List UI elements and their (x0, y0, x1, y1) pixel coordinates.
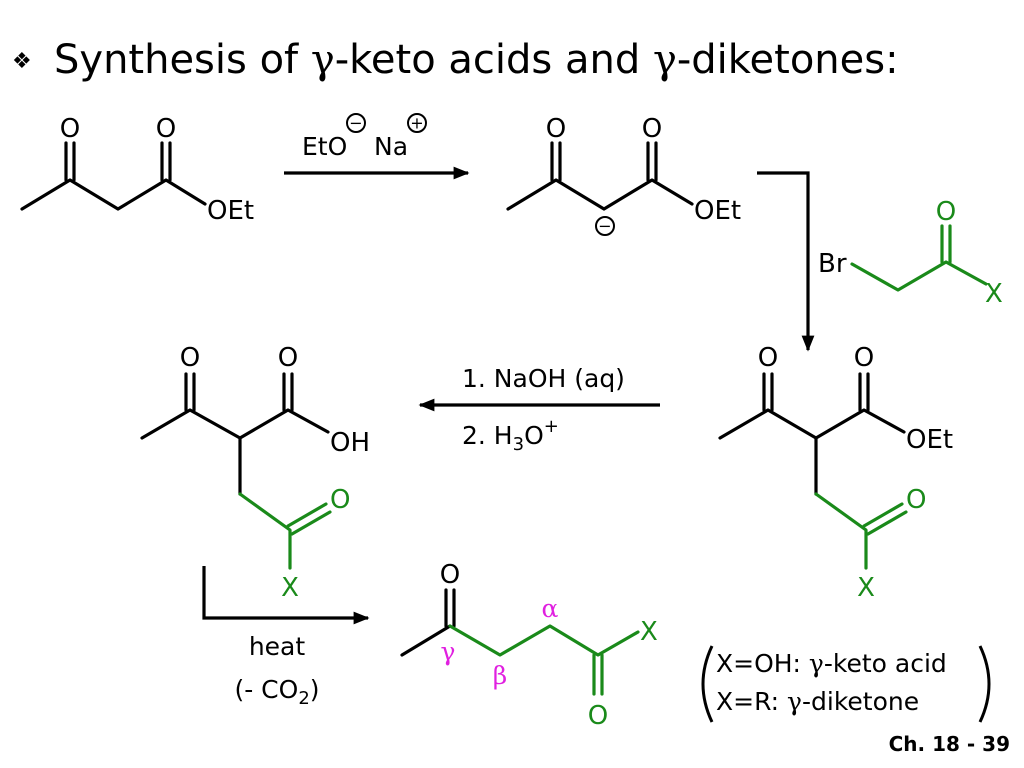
step-4-line-1: heat (249, 632, 306, 661)
m4-ketone-oxygen: O (180, 343, 200, 373)
step-2-arrow (757, 171, 815, 352)
molecule-product: O O X γ β α (400, 560, 658, 731)
product-terminal-oxygen: O (588, 701, 608, 731)
m4-hydroxyl-label: OH (330, 428, 370, 458)
step-1-base: EtO − Na + (284, 113, 470, 180)
m3-side-oxygen: O (906, 485, 926, 515)
m2-ester-oxygen: O (642, 114, 662, 144)
x-definition-note: X=OH: γ-keto acid X=R: γ-diketone (701, 645, 991, 723)
na-positive-charge-icon (407, 113, 427, 133)
m2-ketone-oxygen: O (546, 114, 566, 144)
m2-backbone-bonds (506, 178, 694, 211)
gamma-label: γ (441, 637, 456, 666)
m2-ethoxy-label: OEt (694, 196, 741, 226)
beta-label: β (493, 661, 507, 690)
product-ketone-oxygen: O (440, 560, 460, 590)
m4-backbone-bonds (140, 408, 330, 440)
m4-carbonyl-bonds (184, 372, 294, 412)
alkyl-carbonyl-oxygen: O (936, 197, 956, 227)
molecule-enolate: O O OEt − (506, 114, 741, 236)
carbanion-charge-sign: − (598, 217, 611, 236)
slide-title: ❖Synthesis of γ-keto acids and γ-diketon… (12, 28, 899, 92)
step-3-line-1: 1. NaOH (aq) (462, 364, 625, 393)
note-line-2: X=R: γ-diketone (716, 687, 919, 716)
m1-ketone-oxygen: O (60, 114, 80, 144)
m4-side-carbonyl-bond (286, 502, 332, 536)
bromine-label: Br (818, 249, 847, 279)
m3-ketone-oxygen: O (758, 343, 778, 373)
product-chain-bonds (448, 624, 640, 657)
m3-backbone-bonds (718, 408, 906, 440)
title-part-2: -keto acids and (334, 37, 653, 83)
step-3-line-2: 2. H3O+ (462, 416, 559, 455)
molecule-ethyl-acetoacetate: O O OEt (20, 114, 254, 226)
molecule-alkylated-ester: O O OEt O X (718, 343, 953, 603)
diamond-bullet-icon: ❖ (12, 49, 32, 74)
carbanion-charge-icon (595, 216, 615, 236)
m4-side-chain-bonds (238, 492, 292, 570)
alkylating-agent: Br O X (818, 197, 1003, 309)
product-ketone-carbonyl (444, 588, 456, 628)
title-part-1: Synthesis of (54, 37, 311, 83)
alkyl-chain-bonds (850, 260, 988, 292)
m4-x-label: X (281, 573, 299, 603)
m2-carbonyl-bonds (550, 141, 658, 182)
title-gamma-2: γ (652, 37, 677, 83)
m1-backbone-bonds (20, 178, 207, 211)
m3-ethoxy-label: OEt (906, 425, 953, 455)
step-1-eto-label: EtO (302, 132, 347, 161)
note-line-1: X=OH: γ-keto acid (716, 649, 947, 678)
m3-ester-oxygen: O (854, 343, 874, 373)
m3-carbonyl-bonds (762, 372, 870, 412)
step-4-decarboxylation: heat (- CO2) (202, 566, 370, 709)
m3-x-label: X (857, 573, 875, 603)
title-part-3: -diketones: (676, 37, 899, 83)
m1-ester-oxygen: O (156, 114, 176, 144)
alkyl-x-label: X (985, 279, 1003, 309)
step-1-na-label: Na (374, 132, 408, 161)
na-charge-sign: + (410, 114, 423, 133)
m1-ethoxy-label: OEt (207, 196, 254, 226)
m3-side-carbonyl-bond (862, 502, 908, 536)
alpha-label: α (542, 594, 559, 623)
title-gamma-1: γ (310, 37, 335, 83)
step-4-arrow (202, 566, 370, 625)
product-x-label: X (640, 617, 658, 647)
slide-footer: Ch. 18 - 39 (888, 732, 1010, 756)
product-terminal-carbonyl (592, 653, 604, 696)
product-methyl-bond (400, 624, 452, 657)
note-left-parenthesis (701, 645, 714, 723)
eto-charge-sign: − (349, 114, 362, 133)
alkyl-carbonyl-bond (940, 224, 952, 264)
m4-side-oxygen: O (330, 485, 350, 515)
m1-carbonyl-bonds (64, 141, 172, 182)
m4-acid-oxygen: O (278, 343, 298, 373)
molecule-keto-acid: O O OH O X (140, 343, 370, 603)
eto-negative-charge-icon (346, 113, 366, 133)
step-4-line-2: (- CO2) (234, 675, 319, 709)
note-right-parenthesis (978, 645, 991, 723)
m3-side-chain-bonds (814, 492, 868, 570)
step-3-hydrolysis: 1. NaOH (aq) 2. H3O+ (418, 364, 660, 455)
